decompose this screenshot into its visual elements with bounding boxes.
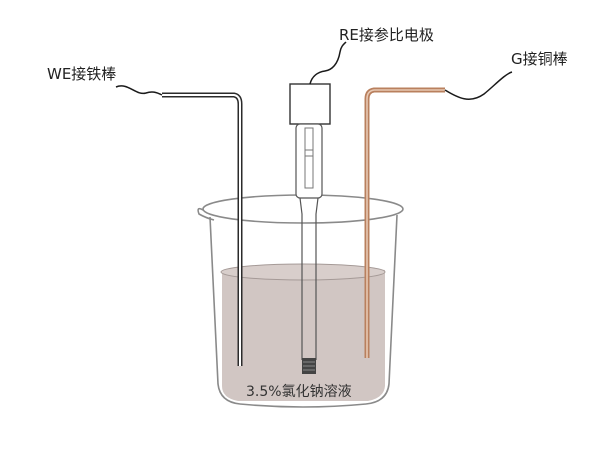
- counter-electrode-label: G接铜棒: [511, 50, 568, 68]
- reference-electrode-label: RE接参比电极: [339, 26, 434, 44]
- wire-we: [115, 85, 163, 96]
- solution-surface: [220, 263, 386, 281]
- reference-electrode: [289, 83, 331, 374]
- solution-label: 3.5%氯化钠溶液: [246, 384, 352, 400]
- wire-g: [444, 71, 513, 100]
- working-electrode-label: WE接铁棒: [47, 65, 117, 83]
- solution-fill: [222, 266, 385, 401]
- wire-re: [309, 41, 347, 85]
